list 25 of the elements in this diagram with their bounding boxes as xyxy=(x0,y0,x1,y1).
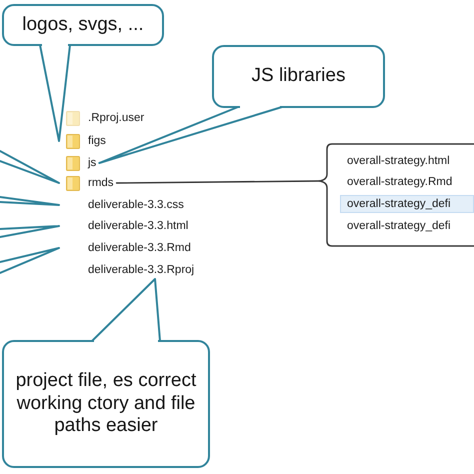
file-name: overall-strategy_defi xyxy=(340,195,474,213)
callout-bubble xyxy=(212,45,385,108)
callout-tail xyxy=(0,196,60,206)
leader-line xyxy=(116,180,320,184)
callout-tail xyxy=(0,247,60,274)
callout-tail xyxy=(91,278,161,342)
file-name: deliverable-3.3.html xyxy=(88,219,188,234)
file-name: js xyxy=(88,156,96,171)
file-name: deliverable-3.3.Rproj xyxy=(88,263,194,278)
file-name: deliverable-3.3.css xyxy=(88,198,184,213)
callout-tail xyxy=(39,44,71,142)
callout-text: JS libraries xyxy=(252,65,346,88)
file-name: rmds xyxy=(88,176,114,191)
callout-bubble xyxy=(2,340,210,468)
callout-tail xyxy=(0,150,60,184)
file-name: deliverable-3.3.Rmd xyxy=(88,241,191,256)
file-name: overall-strategy.html xyxy=(346,154,451,169)
file-name: .Rproj.user xyxy=(88,111,144,126)
callout-tail xyxy=(0,225,60,238)
callout-text: logos, svgs, ... xyxy=(22,14,144,36)
callout-bubble xyxy=(2,4,164,46)
callout-text: project file, es correct working ctory and file paths easier xyxy=(14,370,198,438)
file-name: overall-strategy_defi xyxy=(346,219,452,234)
file-name: overall-strategy.Rmd xyxy=(346,175,454,190)
file-name: figs xyxy=(88,134,106,149)
